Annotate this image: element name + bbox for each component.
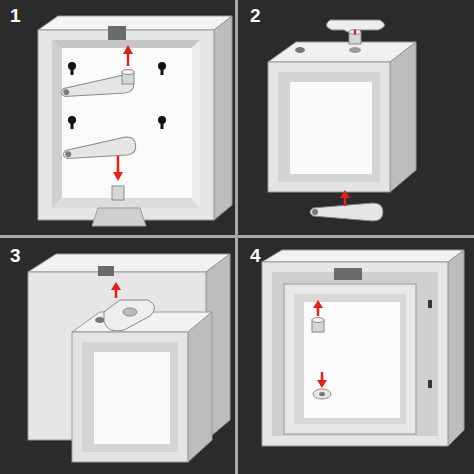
small-box (72, 312, 212, 462)
back-box (262, 250, 464, 446)
bracket-top (104, 282, 155, 331)
step-number: 4 (250, 246, 261, 265)
bracket-top (326, 20, 384, 44)
small-box (268, 42, 416, 192)
bracket-top (312, 300, 324, 332)
step-number: 3 (10, 246, 21, 265)
step-number: 1 (10, 6, 21, 25)
bracket-bottom (313, 372, 331, 399)
small-box (284, 284, 432, 434)
step-number: 2 (250, 6, 261, 25)
bracket-bottom (310, 190, 383, 221)
back-box (38, 16, 232, 226)
bracket-bottom (62, 136, 137, 181)
bracket-top (60, 45, 135, 102)
